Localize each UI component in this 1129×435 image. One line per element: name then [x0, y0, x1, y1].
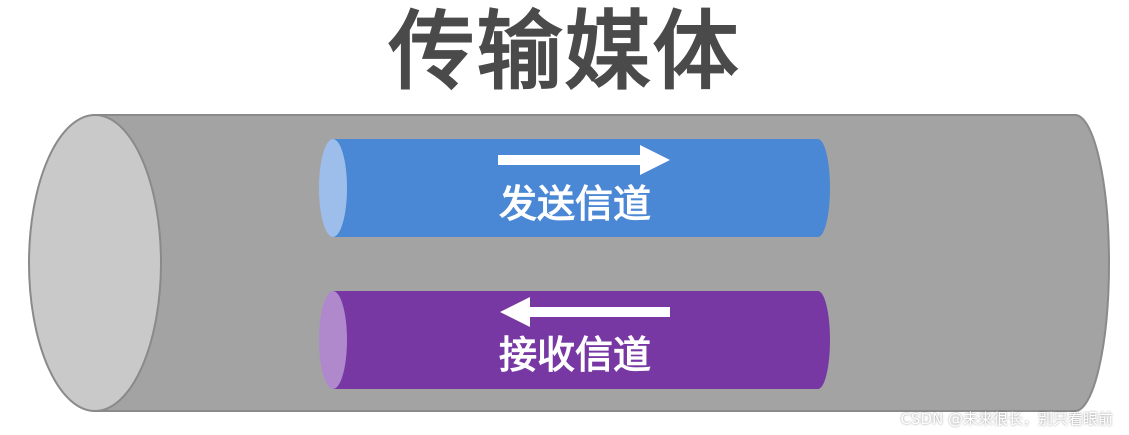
diagram-title: 传输媒体 [388, 2, 741, 102]
send-channel-end [319, 139, 347, 237]
receive-channel-label: 接收信道 [499, 333, 651, 377]
send-channel: 发送信道 [319, 139, 830, 237]
medium-pipe-end [28, 114, 162, 412]
receive-channel-end [319, 291, 347, 389]
watermark: CSDN @未来很长，别只看眼前 [900, 410, 1113, 428]
send-channel-label: 发送信道 [499, 182, 651, 226]
receive-channel-body [333, 291, 830, 389]
right-arrow-icon [498, 145, 670, 175]
send-channel-body [333, 139, 830, 237]
left-arrow-icon [500, 297, 670, 327]
receive-channel: 接收信道 [319, 291, 830, 389]
